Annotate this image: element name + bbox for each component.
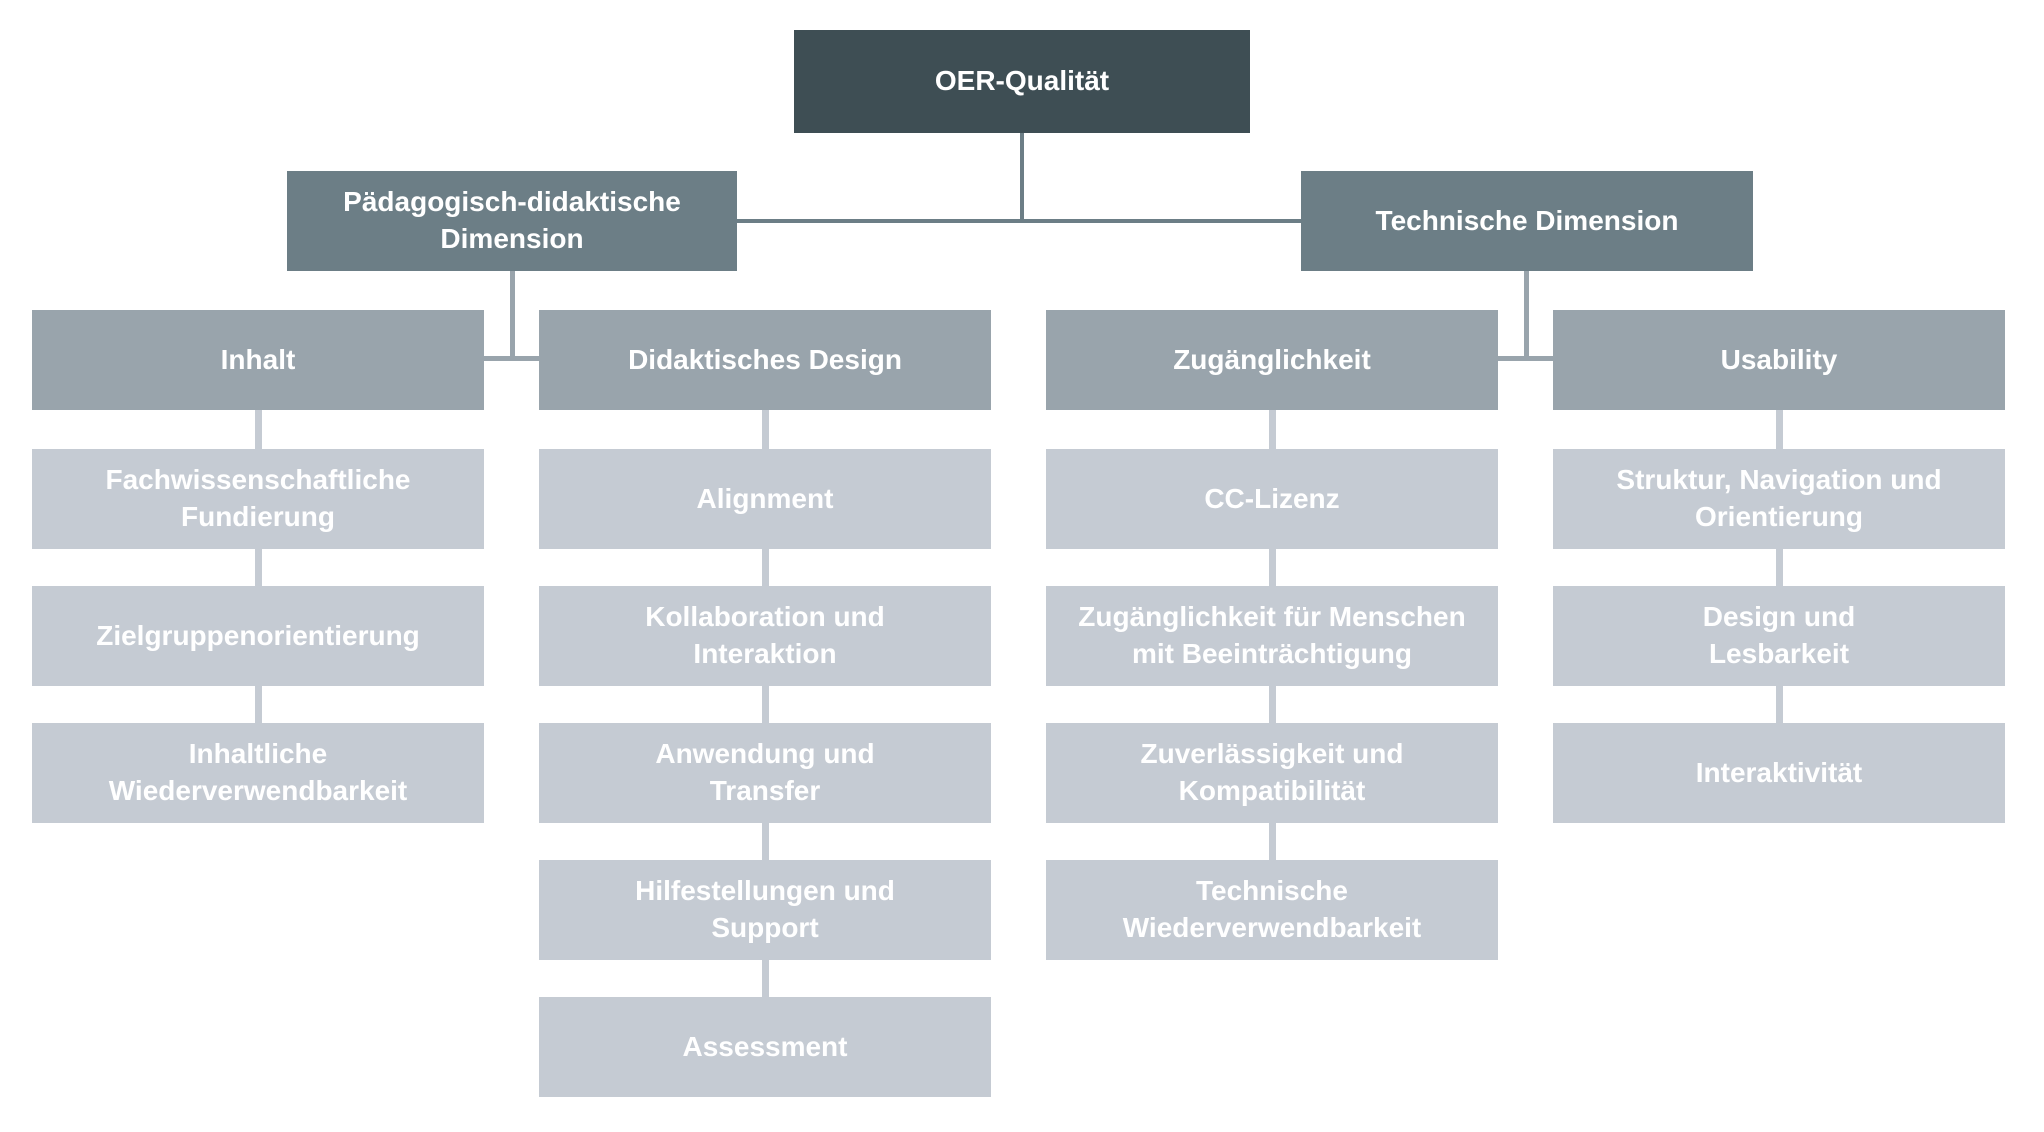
leaf-node-interaktivitaet: Interaktivität — [1553, 723, 2005, 823]
connector-dim1-horizontal — [484, 356, 539, 361]
leaf-node-design-lesbarkeit: Design und Lesbarkeit — [1553, 586, 2005, 686]
connector-col1-3 — [255, 686, 262, 723]
connector-col2-1 — [762, 410, 769, 449]
dimension-node-paedagogisch-didaktisch: Pädagogisch-didaktische Dimension — [287, 171, 737, 271]
leaf-node-hilfestellungen-support: Hilfestellungen und Support — [539, 860, 991, 960]
connector-col4-2 — [1776, 549, 1783, 586]
leaf-node-anwendung-transfer: Anwendung und Transfer — [539, 723, 991, 823]
leaf-node-cc-lizenz: CC-Lizenz — [1046, 449, 1498, 549]
leaf-node-assessment: Assessment — [539, 997, 991, 1097]
leaf-node-fachwissenschaftliche-fundierung: Fachwissenschaftliche Fundierung — [32, 449, 484, 549]
connector-root-vertical — [1020, 133, 1024, 223]
leaf-node-zuverlaessigkeit-kompatibilitaet: Zuverlässigkeit und Kompatibilität — [1046, 723, 1498, 823]
root-node-oer-qualitaet: OER-Qualität — [794, 30, 1250, 133]
connector-col2-5 — [762, 960, 769, 997]
connector-col1-1 — [255, 410, 262, 449]
leaf-node-alignment: Alignment — [539, 449, 991, 549]
leaf-node-zielgruppenorientierung: Zielgruppenorientierung — [32, 586, 484, 686]
category-node-didaktisches-design: Didaktisches Design — [539, 310, 991, 410]
connector-dim1-vertical — [510, 271, 515, 361]
leaf-node-zugaenglichkeit-beeintraechtigung: Zugänglichkeit für Menschen mit Beeinträ… — [1046, 586, 1498, 686]
category-node-usability: Usability — [1553, 310, 2005, 410]
connector-col2-3 — [762, 686, 769, 723]
connector-col4-1 — [1776, 410, 1783, 449]
connector-col2-2 — [762, 549, 769, 586]
dimension-node-technisch: Technische Dimension — [1301, 171, 1753, 271]
connector-col3-2 — [1269, 549, 1276, 586]
connector-col3-3 — [1269, 686, 1276, 723]
connector-col3-4 — [1269, 823, 1276, 860]
leaf-node-struktur-navigation-orientierung: Struktur, Navigation und Orientierung — [1553, 449, 2005, 549]
leaf-node-technische-wiederverwendbarkeit: Technische Wiederverwendbarkeit — [1046, 860, 1498, 960]
connector-col1-2 — [255, 549, 262, 586]
leaf-node-inhaltliche-wiederverwendbarkeit: Inhaltliche Wiederverwendbarkeit — [32, 723, 484, 823]
connector-col3-1 — [1269, 410, 1276, 449]
connector-dim2-horizontal — [1498, 356, 1553, 361]
category-node-zugaenglichkeit: Zugänglichkeit — [1046, 310, 1498, 410]
connector-col2-4 — [762, 823, 769, 860]
connector-root-horizontal — [737, 219, 1301, 223]
connector-col4-3 — [1776, 686, 1783, 723]
leaf-node-kollaboration-interaktion: Kollaboration und Interaktion — [539, 586, 991, 686]
connector-dim2-vertical — [1524, 271, 1529, 361]
category-node-inhalt: Inhalt — [32, 310, 484, 410]
